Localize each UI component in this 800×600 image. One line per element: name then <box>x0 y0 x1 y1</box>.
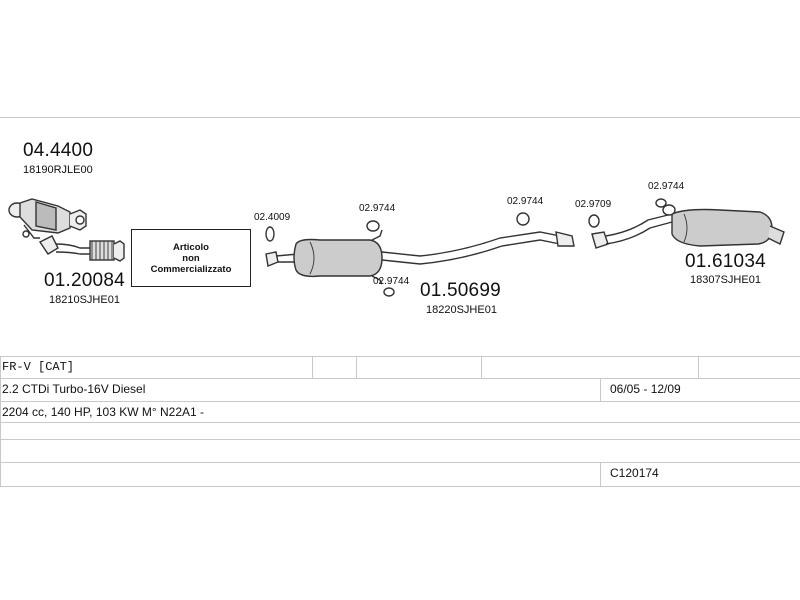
specs-cell: 2204 cc, 140 HP, 103 KW M° N22A1 - <box>2 405 205 419</box>
table-row-line <box>0 401 800 402</box>
table-col-line <box>698 356 699 378</box>
gasket-number-label: 02.9709 <box>575 199 612 210</box>
gasket-number-label: 02.9744 <box>359 203 396 214</box>
front-pipe-part[interactable] <box>38 235 125 262</box>
table-col-line <box>600 462 601 486</box>
gasket-e-part[interactable] <box>588 214 600 228</box>
model-cell: FR-V [CAT] <box>2 360 75 374</box>
gasket-f-part[interactable] <box>655 198 667 208</box>
part-number-label: 01.20084 <box>44 270 125 291</box>
not-available-line: Articolo <box>173 241 209 253</box>
middle-muffler-part[interactable] <box>265 229 575 285</box>
gasket-number-label: 02.9744 <box>373 276 410 287</box>
part-number-label: 01.61034 <box>685 251 766 272</box>
gasket-c-part[interactable] <box>383 287 395 297</box>
oem-code-label: 18210SJHE01 <box>49 294 120 306</box>
catalytic-converter-part[interactable] <box>8 198 87 239</box>
part-number-label: 01.50699 <box>420 280 501 301</box>
table-col-line <box>600 378 601 401</box>
oem-code-label: 18220SJHE01 <box>426 304 497 316</box>
oem-code-label: 18190RJLE00 <box>23 164 93 176</box>
gasket-number-label: 02.9744 <box>648 181 685 192</box>
table-row-line <box>0 378 800 379</box>
table-row-line <box>0 356 800 357</box>
gasket-a-part[interactable] <box>265 226 275 242</box>
table-col-line <box>481 356 482 378</box>
table-col-line <box>356 356 357 378</box>
engine-cell: 2.2 CTDi Turbo-16V Diesel <box>2 382 146 396</box>
table-row-line <box>0 439 800 440</box>
rear-muffler-part[interactable] <box>591 204 785 249</box>
table-row-line <box>0 462 800 463</box>
table-col-line <box>312 356 313 378</box>
gasket-number-label: 02.4009 <box>254 212 291 223</box>
oem-code-label: 18307SJHE01 <box>690 274 761 286</box>
reference-cell: C120174 <box>610 466 659 480</box>
not-available-line: non <box>182 252 200 264</box>
top-border <box>0 117 800 118</box>
gasket-b-part[interactable] <box>366 220 380 232</box>
not-available-line: Commercializzato <box>150 263 232 275</box>
table-row-line <box>0 486 800 487</box>
gasket-number-label: 02.9744 <box>507 196 544 207</box>
gasket-d-part[interactable] <box>516 212 530 226</box>
not-available-box: Articolo non Commercializzato <box>131 229 251 287</box>
part-number-label: 04.4400 <box>23 140 94 161</box>
table-col-line <box>0 356 1 486</box>
dates-cell: 06/05 - 12/09 <box>610 382 681 396</box>
table-row-line <box>0 422 800 423</box>
